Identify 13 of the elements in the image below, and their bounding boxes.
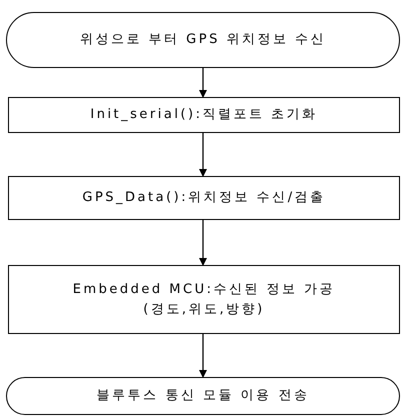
step-text: GPS_Data():위치정보 수신/검출 [82, 189, 326, 208]
step-text: 블루투스 통신 모듈 이용 전송 [96, 387, 310, 406]
terminator-shape [6, 377, 400, 415]
arrow [199, 68, 207, 98]
process-box [8, 97, 400, 133]
process-box [8, 176, 400, 220]
arrow [199, 220, 207, 266]
step-text: 위성으로 부터 GPS 위치정보 수신 [80, 31, 326, 50]
process-box [8, 265, 400, 334]
step-text: Embedded MCU:수신된 정보 가공 (경도,위도,방향) [72, 281, 336, 318]
arrow [199, 334, 207, 378]
arrow [199, 133, 207, 177]
step-text: Init_serial():직렬포트 초기화 [90, 106, 318, 124]
